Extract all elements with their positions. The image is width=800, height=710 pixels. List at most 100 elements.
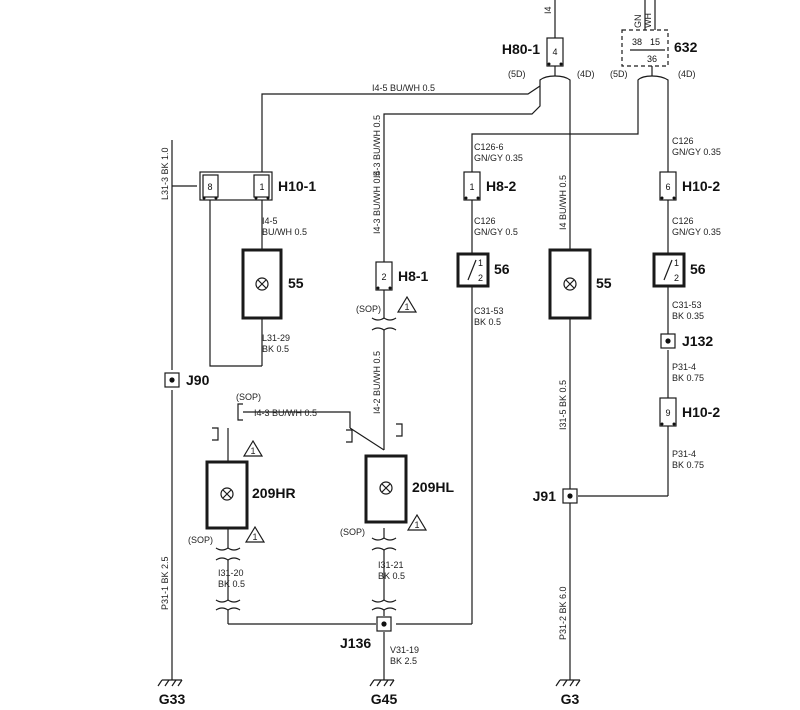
- h10-2-bottom-label: H10-2: [682, 404, 720, 420]
- wire-c126-mid-spec: GN/GY 0.5: [474, 227, 518, 237]
- connector-h8-2[interactable]: 1 H8-2: [463, 171, 517, 201]
- switch-left-pin2: 2: [478, 273, 483, 283]
- wire-p31-4b-spec: BK 0.75: [672, 460, 704, 470]
- lamp-209hr[interactable]: 209HR: [205, 460, 296, 530]
- h8-2-pin: 1: [469, 182, 474, 192]
- note-triangle-3: 1: [406, 513, 428, 531]
- splice-j132[interactable]: J132: [660, 333, 713, 349]
- wire-c31-53-right-spec: BK 0.35: [672, 311, 704, 321]
- h8-1-label: H8-1: [398, 268, 429, 284]
- 632-label: 632: [674, 39, 698, 55]
- switch-left[interactable]: 1 2 56: [456, 252, 510, 288]
- note-triangle-4: 1: [244, 525, 266, 543]
- wire-c126-r2-label: C126: [672, 216, 694, 226]
- wire-l31-3: L31-3 BK 1.0: [160, 147, 170, 200]
- h10-2-bottom-pin: 9: [665, 408, 670, 418]
- h80-1-pin: 4: [552, 47, 557, 57]
- wire-l31-29-spec: BK 0.5: [262, 344, 289, 354]
- connector-h8-1[interactable]: 2 H8-1: [375, 261, 429, 291]
- d4-left: (4D): [577, 69, 595, 79]
- sop-brackets: [212, 317, 403, 611]
- h10-1-pin-a: 8: [207, 182, 212, 192]
- wire-i4-3-vertical: I4-3 BU/WH 0.5: [372, 171, 382, 234]
- switch-left-label: 56: [494, 261, 510, 277]
- wire-c126-r1-label: C126: [672, 136, 694, 146]
- wire-p31-1: P31-1 BK 2.5: [160, 556, 170, 610]
- lamp-209hr-label: 209HR: [252, 485, 296, 501]
- h8-2-label: H8-2: [486, 178, 517, 194]
- lamp-209hl[interactable]: 209HL: [364, 454, 454, 524]
- wire-i31-20-label: I31-20: [218, 568, 244, 578]
- wire-i4-2: I4-2 BU/WH 0.5: [372, 351, 382, 414]
- connector-632[interactable]: 38 15 36 632: [621, 29, 698, 67]
- wire-i31-21-spec: BK 0.5: [378, 571, 405, 581]
- d5-left: (5D): [508, 69, 526, 79]
- svg-text:1: 1: [404, 302, 409, 312]
- 632-pin-b: 15: [650, 37, 660, 47]
- note-triangle-2: 1: [242, 439, 264, 457]
- lamp-left[interactable]: 55: [241, 248, 304, 320]
- splice-j90-label: J90: [186, 372, 210, 388]
- h10-1-pin-b: 1: [259, 182, 264, 192]
- wire-p31-2: P31-2 BK 6.0: [558, 586, 568, 640]
- wire-c31-53-left-label: C31-53: [474, 306, 504, 316]
- connector-h10-1[interactable]: 8 1 H10-1: [199, 171, 316, 201]
- switch-right-label: 56: [690, 261, 706, 277]
- sop-h8-1: (SOP): [356, 304, 381, 314]
- splice-j91[interactable]: J91: [533, 488, 578, 504]
- h10-2-top-pin: 6: [665, 182, 670, 192]
- wire-labels: I4 GN WH (5D) (4D) (5D) (4D) I4-5 BU/WH …: [160, 6, 721, 666]
- h80-1-label: H80-1: [502, 41, 540, 57]
- splice-j91-label: J91: [533, 488, 557, 504]
- h10-1-label: H10-1: [278, 178, 316, 194]
- lamp-left-label: 55: [288, 275, 304, 291]
- svg-text:1: 1: [252, 532, 257, 542]
- wire-gn: GN: [633, 15, 643, 29]
- svg-text:1: 1: [414, 520, 419, 530]
- ground-g33-label: G33: [159, 691, 186, 707]
- wire-c126-6-spec: GN/GY 0.35: [474, 153, 523, 163]
- connector-h10-2-top[interactable]: 6 H10-2: [659, 171, 720, 201]
- sop-209hr: (SOP): [188, 535, 213, 545]
- wire-c126-r2-spec: GN/GY 0.35: [672, 227, 721, 237]
- h10-2-top-label: H10-2: [682, 178, 720, 194]
- wire-i31-21-label: I31-21: [378, 560, 404, 570]
- lamp-209hl-label: 209HL: [412, 479, 454, 495]
- wire-i4-5-spec: BU/WH 0.5: [262, 227, 307, 237]
- h8-1-pin: 2: [381, 272, 386, 282]
- ground-g45-label: G45: [371, 691, 398, 707]
- wire-i4-5-label: I4-5: [262, 216, 278, 226]
- wire-c126-6-label: C126-6: [474, 142, 504, 152]
- wire-i31-5: I31-5 BK 0.5: [558, 380, 568, 430]
- wire-p31-4a-spec: BK 0.75: [672, 373, 704, 383]
- lamp-center-label: 55: [596, 275, 612, 291]
- wire-v31-19-spec: BK 2.5: [390, 656, 417, 666]
- connector-h80-1[interactable]: 4 H80-1: [502, 37, 564, 67]
- splice-j90[interactable]: J90: [164, 372, 210, 388]
- ground-g45[interactable]: G45: [369, 679, 398, 707]
- wires: [171, 0, 669, 680]
- switch-right[interactable]: 1 2 56: [652, 252, 706, 288]
- ground-g33[interactable]: G33: [157, 679, 186, 707]
- splice-j136[interactable]: J136: [340, 616, 392, 651]
- 632-pin-a: 38: [632, 37, 642, 47]
- connector-h10-2-bottom[interactable]: 9 H10-2: [659, 397, 720, 427]
- sop-top-left: (SOP): [236, 392, 261, 402]
- switch-left-pin1: 1: [478, 258, 483, 268]
- ground-g3-label: G3: [561, 691, 580, 707]
- wire-i4-top: I4: [543, 6, 553, 14]
- wire-p31-4b-label: P31-4: [672, 449, 696, 459]
- switch-right-pin2: 2: [674, 273, 679, 283]
- d5-right: (5D): [610, 69, 628, 79]
- note-triangles: 1 1 1 1: [242, 295, 428, 543]
- sop-209hl: (SOP): [340, 527, 365, 537]
- wire-wh: WH: [643, 13, 653, 28]
- splice-j136-label: J136: [340, 635, 371, 651]
- ground-g3[interactable]: G3: [555, 679, 581, 707]
- wire-i31-20-spec: BK 0.5: [218, 579, 245, 589]
- note-triangle-1: 1: [396, 295, 418, 313]
- svg-text:1: 1: [250, 446, 255, 456]
- lamp-center[interactable]: 55: [548, 248, 612, 320]
